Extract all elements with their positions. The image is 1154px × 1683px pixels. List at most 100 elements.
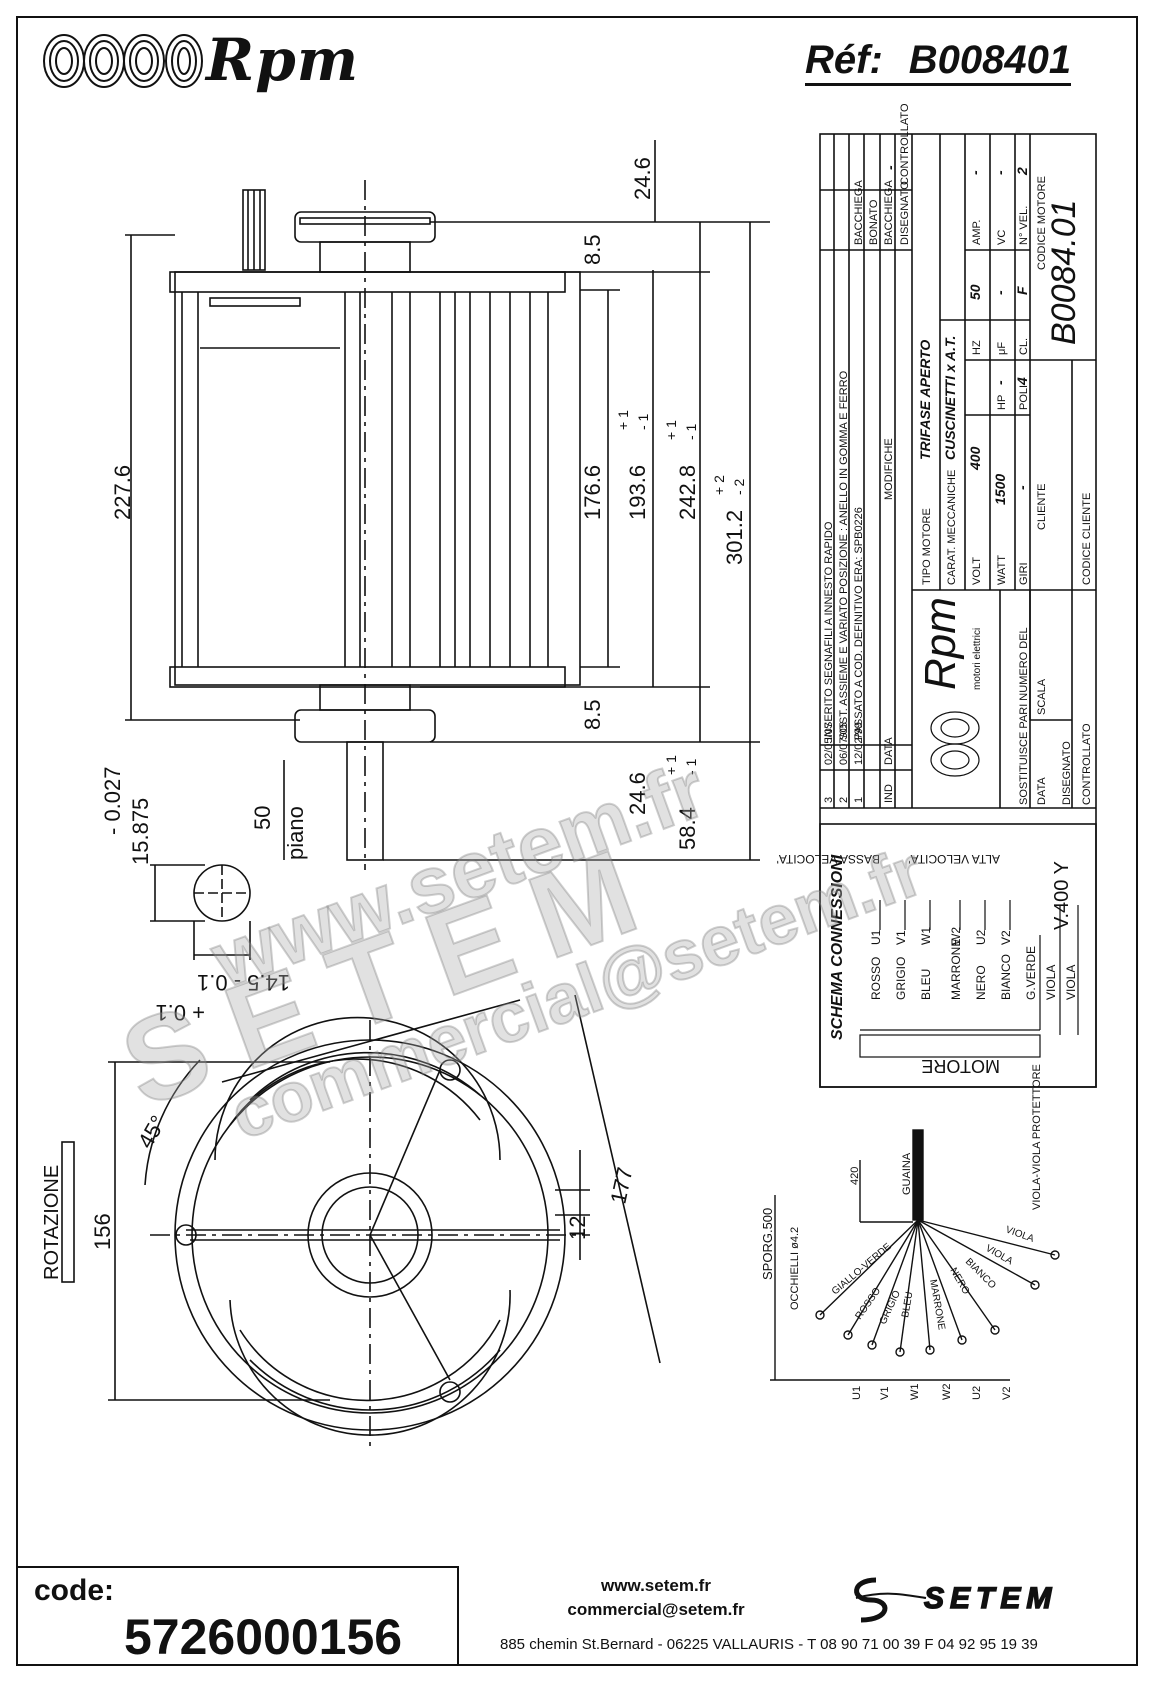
- shaft-tolerance: - 0.027: [100, 767, 125, 836]
- wiring-viola-protettore: VIOLA-VIOLA PROTETTORE: [1031, 1064, 1043, 1210]
- giri-label: GIRI: [1018, 562, 1030, 585]
- dim-156: 156: [90, 1213, 115, 1250]
- tol-plus-193: + 1: [615, 410, 631, 430]
- lead-rosso: ROSSO: [853, 1286, 883, 1322]
- hp-label: HP: [996, 395, 1008, 410]
- footer: code: 5726000156 www.setem.fr commercial…: [16, 1566, 1138, 1666]
- rev-2-ind: 2: [838, 797, 850, 803]
- motor-body: [174, 271, 581, 686]
- code-v1: V1: [894, 930, 908, 945]
- wire-grigio: GRIGIO: [894, 957, 908, 1000]
- tol-minus-301: - 2: [731, 478, 747, 495]
- shaft-diameter: 15.875: [128, 798, 153, 865]
- rotation-label: ROTAZIONE: [41, 1165, 63, 1280]
- key-tolerance: + 0.1: [155, 1000, 205, 1025]
- wire-bleu: BLEU: [919, 969, 933, 1000]
- terminal-v2: V2: [1001, 1387, 1013, 1400]
- rpm-coil-logo: [43, 34, 203, 88]
- hz-value: 50: [967, 284, 983, 300]
- disegnato-label: DISEGNATO: [1061, 741, 1073, 805]
- dim-177: 177: [605, 1165, 637, 1206]
- wire-viola-1: VIOLA: [1044, 965, 1058, 1000]
- controllato-dash: -: [882, 165, 898, 170]
- sostituisce-label: SOSTITUISCE PARI NUMERO DEL: [1018, 627, 1030, 805]
- hz-label: HZ: [971, 340, 983, 355]
- drawing-frame: [16, 16, 1138, 1666]
- setem-logo: SETEM: [854, 1577, 1052, 1623]
- bassa-velocita: BASSA VELOCITA': [777, 852, 880, 866]
- dim-301-2: 301.2: [722, 510, 747, 565]
- terminal-v1: V1: [879, 1387, 891, 1400]
- rev-header-checked: CONTROLLATO: [899, 103, 911, 185]
- code-u2: U2: [974, 929, 988, 945]
- dim-45-deg: 45°: [133, 1111, 171, 1152]
- volt-label: VOLT: [971, 557, 983, 585]
- poli-value: 4: [1014, 377, 1030, 386]
- dim-227-6: 227.6: [110, 465, 135, 520]
- wire-marrone: MARRONE: [949, 939, 963, 1000]
- brand-name: Rpm: [206, 26, 360, 94]
- lead-giallo-verde: GIALLO-VERDE: [830, 1241, 894, 1297]
- contact-block: www.setem.fr commercial@setem.fr: [486, 1574, 826, 1622]
- code-box: code: 5726000156: [16, 1566, 459, 1666]
- lead-viola-1: VIOLA: [984, 1243, 1015, 1267]
- rev-3-text: INSERITO SEGNAFILI A INNESTO RAPIDO: [823, 521, 835, 740]
- poli-label: POLI: [1018, 385, 1030, 410]
- key-dimension: 14.5 - 0.1: [197, 970, 290, 995]
- wire-nero: NERO: [974, 965, 988, 1000]
- tol-minus-242: - 1: [683, 423, 699, 440]
- rev-header-modifiche: MODIFICHE: [883, 438, 895, 500]
- codice-cliente-label: CODICE CLIENTE: [1081, 493, 1093, 585]
- wire-rosso: ROSSO: [869, 957, 883, 1000]
- label-piano: piano: [283, 806, 308, 860]
- rev-3-ind: 3: [823, 797, 835, 803]
- uf-label: μF: [996, 342, 1008, 355]
- controllato-label: CONTROLLATO: [1081, 723, 1093, 805]
- lead-nero: NERO: [947, 1266, 971, 1297]
- rev-2-drawn: BONATO: [868, 199, 880, 245]
- rev-1-date: 12/02/99: [853, 722, 865, 765]
- vc-value: -: [992, 170, 1008, 175]
- schema-motore-label: MOTORE: [921, 1056, 1000, 1076]
- rev-2-text: SOST. ASSIEME E VARIATO POSIZIONE : ANEL…: [838, 370, 850, 740]
- watt-label: WATT: [996, 555, 1008, 585]
- tol-plus-242: + 1: [663, 420, 679, 440]
- wiring-occhielli: OCCHIELLI ø4.2: [789, 1227, 801, 1310]
- dim-24-6-bottom: 24.6: [625, 772, 650, 815]
- rev-2-date: 06/07/05: [838, 722, 850, 765]
- rev-header-drawn: DISEGNATO: [899, 181, 911, 245]
- code-label: code:: [34, 1574, 115, 1607]
- schema-title: SCHEMA CONNESSIONI: [829, 854, 846, 1040]
- data-label: DATA: [1036, 777, 1048, 805]
- schema-block: [819, 823, 1097, 1088]
- amp-value: -: [967, 170, 983, 175]
- rev-header-ind: IND: [883, 784, 895, 803]
- ref-label: Réf:: [805, 38, 883, 82]
- nvel-label: N° VEL.: [1018, 206, 1030, 245]
- motor-shaft: [346, 741, 384, 861]
- email-link[interactable]: commercial@setem.fr: [567, 1600, 745, 1619]
- amp-label: AMP.: [971, 220, 983, 245]
- tipo-motore-label: TIPO MOTORE: [921, 508, 933, 585]
- wire-lead-diagram: [770, 1129, 1060, 1381]
- giri-value: -: [1014, 485, 1030, 490]
- dim-12: 12: [565, 1216, 590, 1240]
- website-link[interactable]: www.setem.fr: [601, 1576, 711, 1595]
- code-value: 5726000156: [124, 1609, 403, 1665]
- cliente-label: CLIENTE: [1036, 484, 1048, 530]
- wiring-dim-420: 420: [849, 1167, 861, 1185]
- watt-value: 1500: [992, 474, 1008, 505]
- terminal-u2: U2: [971, 1386, 983, 1400]
- vc-label: VC: [996, 230, 1008, 245]
- tol-minus-193: - 1: [635, 413, 651, 430]
- lead-bleu: BLEU: [900, 1291, 915, 1319]
- tol-minus-58: - 1: [683, 758, 699, 775]
- rev-3-date: 02/05/07: [823, 722, 835, 765]
- code-v2: V2: [999, 930, 1013, 945]
- alta-velocita: ALTA VELOCITA': [908, 852, 1000, 866]
- code-w2: W2: [949, 927, 963, 945]
- rev-3-drawn: BACCHIEGA: [853, 180, 865, 245]
- uf-value: -: [992, 290, 1008, 295]
- rev-1-ind: 1: [853, 797, 865, 803]
